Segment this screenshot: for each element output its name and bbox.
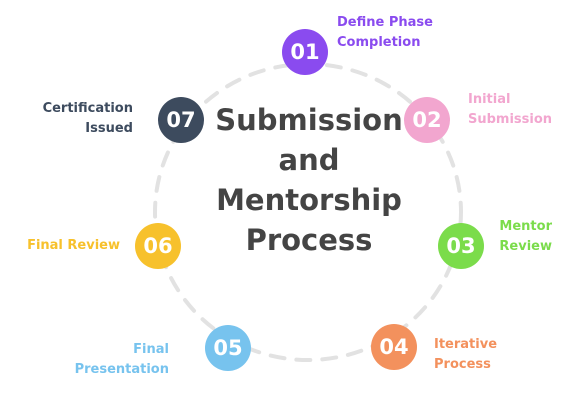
step-07-label: Certification Issued: [43, 99, 133, 139]
step-03-number: 03: [446, 234, 476, 258]
step-05-number: 05: [213, 336, 243, 360]
title-line-3: Mentorship: [216, 183, 402, 217]
diagram-title: Submission and Mentorship Process: [189, 100, 429, 260]
step-02-label-line-2: Submission: [468, 112, 553, 127]
step-04-label-line-1: Iterative: [434, 337, 498, 352]
title-line-1: Submission: [215, 103, 403, 137]
step-03-label: Mentor Review: [499, 217, 552, 257]
step-01-circle: 01: [282, 29, 328, 75]
step-04-label: Iterative Process: [434, 335, 497, 375]
title-line-2: and: [278, 143, 340, 177]
step-07-number: 07: [166, 108, 196, 132]
step-05-label: Final Presentation: [75, 340, 169, 380]
step-02-circle: 02: [404, 97, 450, 143]
step-02-label: Initial Submission: [468, 90, 552, 130]
step-01-label: Define Phase Completion: [337, 13, 433, 53]
step-03-circle: 03: [438, 223, 484, 269]
step-03-label-line-2: Review: [499, 239, 552, 254]
step-02-label-line-1: Initial: [468, 92, 511, 107]
step-05-circle: 05: [205, 325, 251, 371]
step-06-label-line-1: Final Review: [27, 238, 120, 253]
step-05-label-line-2: Presentation: [74, 362, 169, 377]
step-05-label-line-1: Final: [133, 342, 169, 357]
step-07-label-line-1: Certification: [42, 101, 133, 116]
step-03-label-line-1: Mentor: [499, 219, 552, 234]
step-06-number: 06: [143, 234, 173, 258]
step-07-circle: 07: [158, 97, 204, 143]
step-04-circle: 04: [371, 324, 417, 370]
step-06-circle: 06: [135, 223, 181, 269]
step-02-number: 02: [412, 108, 442, 132]
step-04-number: 04: [379, 335, 409, 359]
step-06-label: Final Review: [27, 236, 120, 256]
step-01-label-line-1: Define Phase: [337, 15, 433, 30]
step-01-number: 01: [290, 40, 320, 64]
step-01-label-line-2: Completion: [337, 35, 421, 50]
step-07-label-line-2: Issued: [85, 121, 133, 136]
step-04-label-line-2: Process: [434, 357, 491, 372]
title-line-4: Process: [245, 223, 373, 257]
